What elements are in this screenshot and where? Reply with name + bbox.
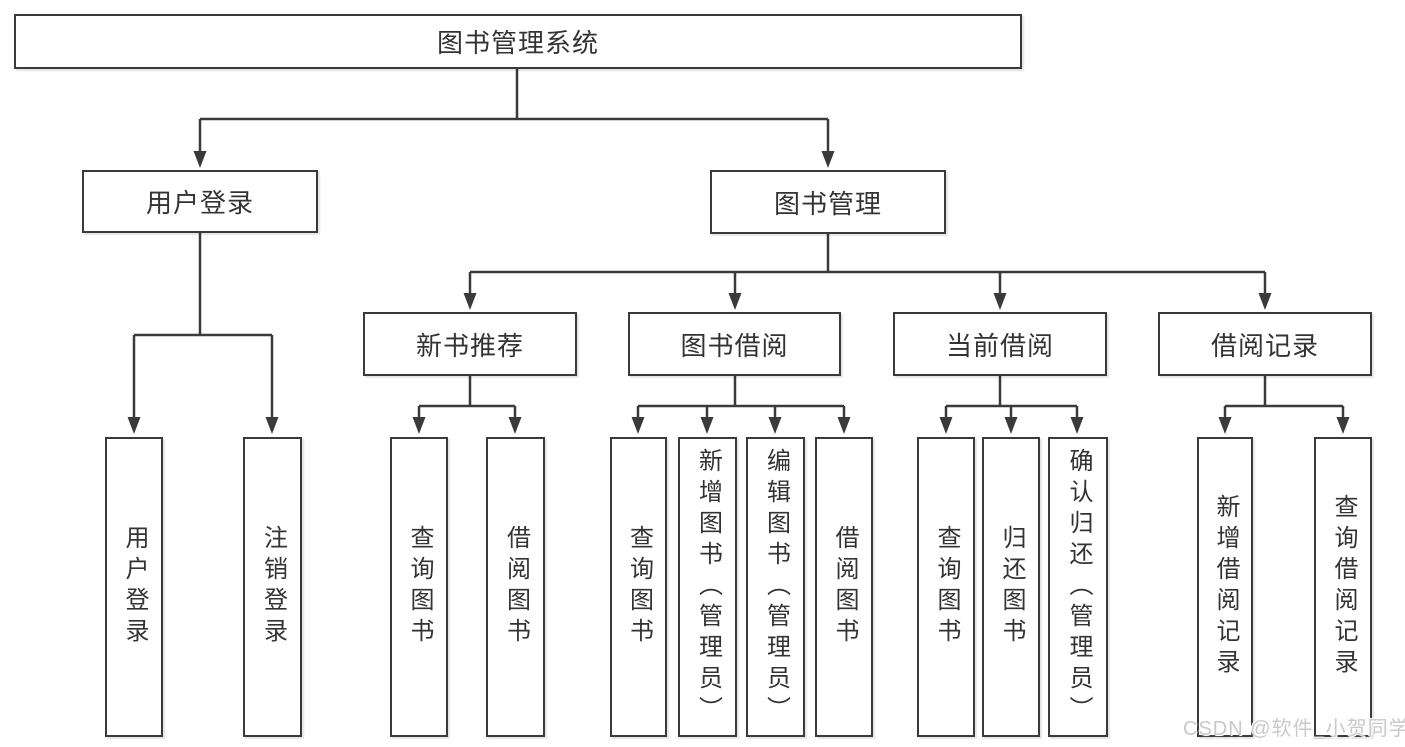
leaf-logout-label: 注销登录 [259, 525, 287, 649]
node-book-borrow-label: 图书借阅 [680, 330, 789, 361]
leaf-current-return-book: 归还图书 [982, 437, 1040, 737]
leaf-current-confirm-return-admin-label: 确认归还（管理员） [1065, 447, 1092, 727]
leaf-recommend-borrow-book-label: 借阅图书 [502, 525, 530, 649]
leaf-user-login-label: 用户登录 [121, 525, 148, 649]
leaf-borrow-add-book-admin-label: 新增图书（管理员） [694, 447, 722, 727]
leaf-borrow-borrow-book: 借阅图书 [815, 437, 873, 737]
node-book-management: 图书管理 [710, 170, 946, 234]
leaf-user-login: 用户登录 [105, 437, 163, 737]
leaf-current-query-book-label: 查询图书 [933, 525, 960, 649]
leaf-borrow-borrow-book-label: 借阅图书 [831, 525, 858, 649]
node-current-borrow-label: 当前借阅 [945, 330, 1054, 361]
leaf-record-query-borrow-record: 查询借阅记录 [1314, 437, 1372, 737]
leaf-current-confirm-return-admin: 确认归还（管理员） [1048, 437, 1108, 737]
node-borrow-record: 借阅记录 [1158, 312, 1372, 376]
node-new-book-recommend-label: 新书推荐 [415, 330, 524, 361]
node-book-borrow: 图书借阅 [628, 312, 841, 376]
leaf-record-add-borrow-record: 新增借阅记录 [1197, 437, 1253, 737]
node-borrow-record-label: 借阅记录 [1210, 330, 1319, 361]
node-root-label: 图书管理系统 [436, 28, 599, 58]
node-root: 图书管理系统 [14, 14, 1022, 69]
node-book-management-label: 图书管理 [773, 188, 882, 219]
leaf-borrow-edit-book-admin: 编辑图书（管理员） [746, 437, 805, 737]
leaf-borrow-edit-book-admin-label: 编辑图书（管理员） [762, 447, 790, 727]
leaf-current-query-book: 查询图书 [917, 437, 975, 737]
leaf-logout: 注销登录 [243, 437, 302, 737]
csdn-watermark: CSDN @软件_小贺同学 [1183, 718, 1405, 740]
leaf-borrow-add-book-admin: 新增图书（管理员） [678, 437, 737, 737]
leaf-recommend-borrow-book: 借阅图书 [486, 437, 545, 737]
leaf-record-add-borrow-record-label: 新增借阅记录 [1212, 494, 1239, 680]
node-new-book-recommend: 新书推荐 [363, 312, 577, 376]
leaf-recommend-query-book: 查询图书 [390, 437, 448, 737]
leaf-current-return-book-label: 归还图书 [998, 525, 1025, 649]
leaf-record-query-borrow-record-label: 查询借阅记录 [1330, 494, 1357, 680]
leaf-borrow-query-book-label: 查询图书 [625, 525, 653, 649]
node-user-login: 用户登录 [82, 170, 318, 233]
node-current-borrow: 当前借阅 [893, 312, 1107, 376]
leaf-borrow-query-book: 查询图书 [610, 437, 667, 737]
leaf-recommend-query-book-label: 查询图书 [406, 525, 433, 649]
node-user-login-label: 用户登录 [145, 188, 254, 218]
